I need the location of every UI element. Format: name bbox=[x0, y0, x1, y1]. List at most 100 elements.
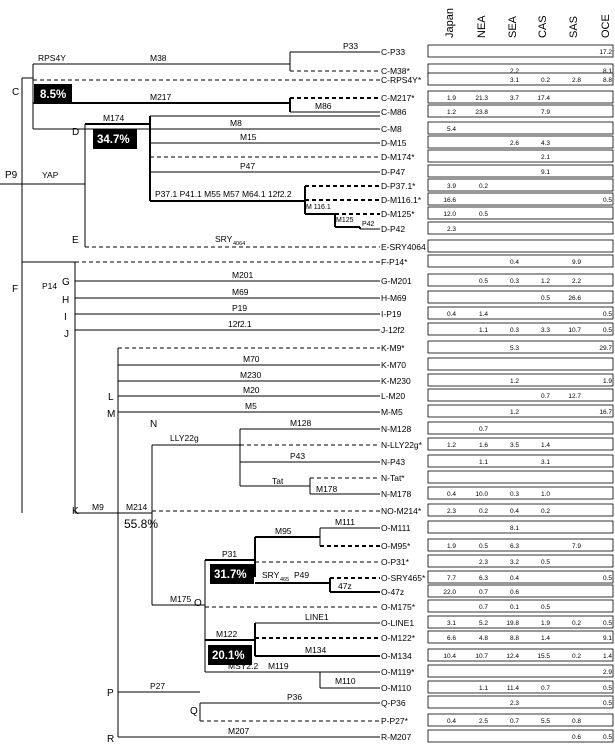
table-cell: 0.2 bbox=[479, 508, 488, 515]
table-cell: 5.3 bbox=[510, 345, 519, 352]
table-row bbox=[427, 254, 614, 268]
marker-m69: M69 bbox=[232, 287, 249, 297]
row-label: E-SRY4064 bbox=[381, 242, 426, 252]
marker-tat: Tat bbox=[272, 476, 284, 486]
row-label: O-M134 bbox=[381, 651, 412, 661]
row-label: C-P33 bbox=[381, 47, 405, 57]
marker-12f2-1: 12f2.1 bbox=[228, 319, 252, 329]
table-cell: 4.3 bbox=[541, 140, 550, 147]
table-cell: 9.9 bbox=[572, 259, 581, 266]
table-cell: 1.2 bbox=[510, 409, 519, 416]
table-cell: 1.9 bbox=[447, 543, 456, 550]
row-label: D-M174* bbox=[381, 152, 415, 162]
table-cell: 0.5 bbox=[541, 604, 550, 611]
table-cell: 1.1 bbox=[479, 327, 488, 334]
row-label: N-M178 bbox=[381, 489, 412, 499]
marker-p31: P31 bbox=[222, 549, 237, 559]
table-cell: 2.3 bbox=[510, 700, 519, 707]
marker-m111: M111 bbox=[335, 517, 355, 527]
marker-p49: P49 bbox=[294, 570, 309, 580]
column-headers: Japan NEA SEA CAS SAS OCE bbox=[444, 8, 612, 38]
row-label: K-M230 bbox=[381, 376, 411, 386]
table-cell: 9.1 bbox=[541, 169, 550, 176]
marker-m207: M207 bbox=[228, 726, 250, 736]
table-cell: 16.6 bbox=[443, 197, 456, 204]
row-label: K-M70 bbox=[381, 360, 406, 370]
marker-47z: 47z bbox=[338, 581, 352, 591]
marker-m95: M95 bbox=[275, 526, 292, 536]
table-cell: 1.4 bbox=[541, 442, 550, 449]
row-label: M-M5 bbox=[381, 407, 403, 417]
percentage-labels: 8.5% 34.7% 55.8% 31.7% 20.1% bbox=[34, 84, 254, 665]
table-cell: 0.3 bbox=[510, 327, 519, 334]
table-cell: 0.7 bbox=[479, 426, 488, 433]
header-japan: Japan bbox=[444, 8, 456, 38]
marker-p42: P42 bbox=[362, 221, 375, 228]
table-cell: 3.2 bbox=[510, 559, 519, 566]
pct-d: 34.7% bbox=[97, 134, 130, 146]
row-label: O-M111 bbox=[381, 523, 411, 533]
table-cell: 1.1 bbox=[479, 459, 488, 466]
table-cell: 0.3 bbox=[510, 491, 519, 498]
marker-m110: M110 bbox=[335, 676, 356, 686]
hap-l: L bbox=[108, 392, 114, 403]
table-cell: 3.1 bbox=[510, 77, 519, 84]
hap-n: N bbox=[150, 419, 157, 430]
table-row bbox=[427, 322, 614, 336]
row-label: G-M201 bbox=[381, 276, 412, 286]
table-row bbox=[427, 357, 614, 371]
row-label: R-M207 bbox=[381, 732, 412, 742]
table-row bbox=[427, 664, 614, 678]
marker-m15: M15 bbox=[240, 132, 257, 142]
table-row bbox=[427, 388, 614, 402]
marker-sry4064: SRY bbox=[215, 234, 233, 244]
row-label: Q-P36 bbox=[381, 698, 406, 708]
row-label: O-M119* bbox=[381, 667, 415, 677]
marker-m86: M86 bbox=[315, 101, 332, 111]
row-label: C-M8 bbox=[381, 124, 402, 134]
table-cell: 0.4 bbox=[447, 311, 456, 318]
table-cell: 0.8 bbox=[572, 718, 581, 725]
table-cell: 0.5 bbox=[603, 197, 612, 204]
table-row bbox=[427, 599, 614, 613]
table-row bbox=[427, 648, 614, 662]
row-label: D-M116.1* bbox=[381, 195, 422, 205]
hap-e: E bbox=[72, 235, 79, 246]
hap-f: F bbox=[12, 284, 18, 295]
table-cell: 0.4 bbox=[510, 508, 519, 515]
marker-sry465-sub: 465 bbox=[280, 577, 289, 583]
marker-line1: LINE1 bbox=[305, 612, 329, 622]
table-cell: 12.4 bbox=[506, 653, 519, 660]
table-cell: 1.1 bbox=[479, 685, 488, 692]
marker-m70: M70 bbox=[243, 354, 260, 364]
table-row bbox=[427, 373, 614, 387]
table-cell: 8.8 bbox=[510, 635, 519, 642]
table-cell: 6.3 bbox=[510, 543, 519, 550]
table-cell: 6.3 bbox=[479, 575, 488, 582]
row-label: N-P43 bbox=[381, 457, 405, 467]
hap-g: G bbox=[62, 277, 70, 288]
hap-h: H bbox=[62, 295, 69, 306]
table-cell: 10.7 bbox=[568, 327, 581, 334]
row-label: D-M15 bbox=[381, 138, 407, 148]
table-cell: 5.2 bbox=[479, 620, 488, 627]
table-row bbox=[427, 421, 614, 435]
table-cell: 10.4 bbox=[443, 653, 456, 660]
marker-m8: M8 bbox=[230, 118, 242, 128]
haplogroup-letters: C D E F G H I J K L M N O P Q R P9 bbox=[5, 87, 202, 745]
table-cell: 2.3 bbox=[479, 559, 488, 566]
hap-q: Q bbox=[190, 706, 198, 717]
row-label: K-M9* bbox=[381, 343, 405, 353]
marker-p27: P27 bbox=[150, 681, 165, 691]
table-row bbox=[427, 454, 614, 468]
marker-p36: P36 bbox=[287, 692, 302, 702]
table-row bbox=[427, 615, 614, 629]
table-cell: 22.0 bbox=[443, 589, 456, 596]
table-cell: 2.6 bbox=[510, 140, 519, 147]
table-cell: 0.4 bbox=[510, 575, 519, 582]
table-cell: 15.5 bbox=[537, 653, 550, 660]
table-cell: 8.1 bbox=[510, 525, 519, 532]
hap-i: I bbox=[64, 312, 67, 323]
pct-c: 8.5% bbox=[40, 89, 66, 101]
table-row bbox=[427, 520, 614, 534]
